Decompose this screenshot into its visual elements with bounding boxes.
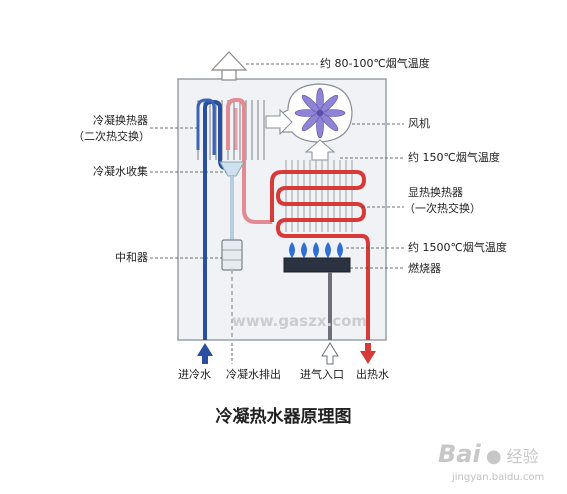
cold-in-arrow-icon [197, 343, 213, 364]
label-fan: 风机 [408, 117, 430, 130]
fan-inlet-arrow-icon [265, 108, 293, 136]
watermark-baidu-logo: Bai [438, 440, 481, 468]
gas-in-arrow-icon [321, 342, 339, 365]
condensing-coil-blue [196, 98, 216, 155]
watermark-baidu-sub: 经验 [506, 447, 539, 466]
label-gas-in: 进气入口 [300, 368, 344, 381]
label-neutralizer: 中和器 [115, 251, 148, 264]
leader-lines [150, 63, 404, 269]
label-sensible-hx: 显热换热器 [408, 186, 463, 199]
label-cold-in: 进冷水 [178, 368, 211, 381]
watermark-baidu: Bai ● 经验 [438, 440, 539, 468]
neutralizer [221, 239, 243, 340]
watermark-baidu-url: jingyan.baidu.com [452, 472, 545, 483]
label-condensate-collect: 冷凝水收集 [93, 165, 148, 178]
label-flue-mid: 约 150℃烟气温度 [408, 151, 500, 164]
fan [265, 83, 353, 161]
label-burner: 燃烧器 [408, 262, 441, 275]
cold-water-pipe [203, 100, 227, 340]
label-flue-top: 约 80-100℃烟气温度 [320, 57, 430, 70]
condensate-collector [219, 161, 245, 240]
hot-water-coil [270, 170, 370, 340]
label-condensing-hx: 冷凝换热器 [93, 114, 148, 127]
exhaust-up-arrow-icon [210, 51, 248, 81]
fan-up-arrow-icon [304, 139, 336, 161]
label-condensate-out: 冷凝水排出 [226, 368, 281, 381]
burner [283, 257, 351, 273]
burner-flames-icon [289, 242, 343, 258]
hot-out-arrow-icon [360, 343, 376, 364]
label-sensible-hx-sub: （一次热交换） [404, 202, 481, 215]
label-flue-low: 约 1500℃烟气温度 [408, 241, 507, 254]
paw-icon: ● [485, 446, 502, 467]
transfer-pipe [226, 98, 272, 224]
diagram-title: 冷凝热水器原理图 [215, 407, 352, 427]
label-condensing-hx-sub: （二次热交换） [73, 130, 150, 143]
fan-blades-icon [294, 87, 346, 139]
watermark-site: www.gaszx.com [232, 312, 368, 330]
label-hot-out: 出热水 [356, 368, 389, 381]
